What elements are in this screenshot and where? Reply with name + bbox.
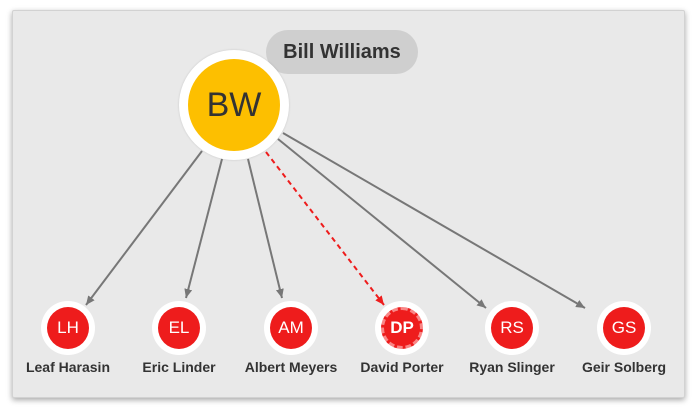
child-node-dp[interactable]: DP — [375, 301, 429, 355]
child-label-el: Eric Linder — [142, 359, 216, 375]
child-initials: EL — [158, 307, 200, 349]
edge-bw-dp — [265, 151, 385, 306]
edge-bw-el — [184, 158, 223, 299]
child-label-rs: Ryan Slinger — [469, 359, 555, 375]
child-label-lh: Leaf Harasin — [25, 359, 111, 375]
root-node[interactable]: BW — [179, 50, 289, 160]
child-initials: AM — [270, 307, 312, 349]
child-label-dp: David Porter — [360, 359, 444, 375]
edge-bw-gs — [282, 132, 586, 309]
child-label-gs: Geir Solberg — [581, 359, 667, 375]
child-initials: GS — [603, 307, 645, 349]
child-initials: DP — [381, 307, 423, 349]
edge-bw-am — [247, 158, 284, 299]
edge-bw-rs — [277, 138, 487, 309]
child-node-el[interactable]: EL — [152, 301, 206, 355]
child-label-am: Albert Meyers — [244, 359, 338, 375]
root-name-label: Bill Williams — [266, 30, 418, 74]
edge-bw-lh — [85, 150, 203, 306]
child-node-am[interactable]: AM — [264, 301, 318, 355]
graph-canvas: Bill Williams BW LH EL AM DP RS GS Leaf … — [12, 10, 685, 398]
child-node-rs[interactable]: RS — [485, 301, 539, 355]
child-initials: LH — [47, 307, 89, 349]
child-node-gs[interactable]: GS — [597, 301, 651, 355]
root-initials: BW — [188, 59, 280, 151]
child-node-lh[interactable]: LH — [41, 301, 95, 355]
child-initials: RS — [491, 307, 533, 349]
edges-layer — [85, 132, 586, 309]
